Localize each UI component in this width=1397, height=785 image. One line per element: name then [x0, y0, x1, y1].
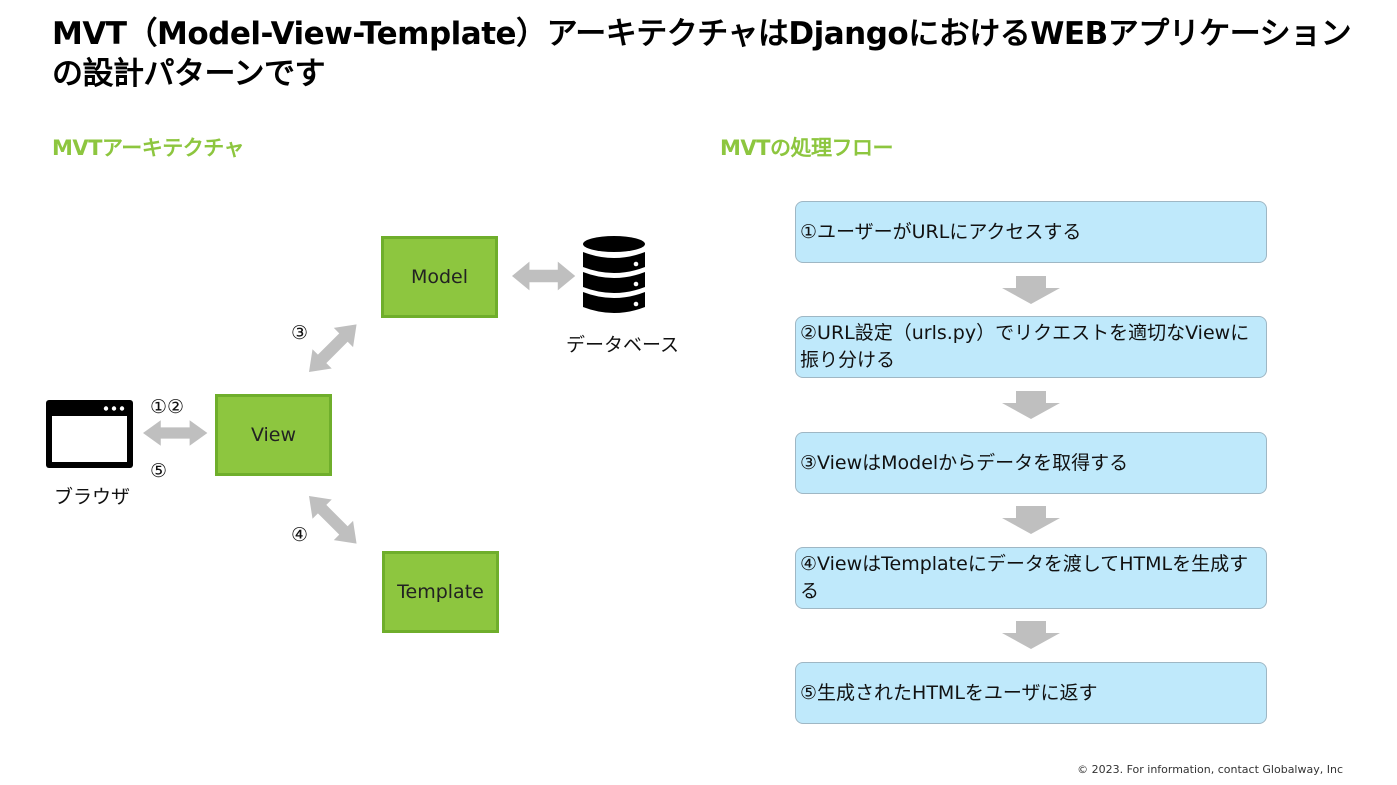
flow-down-arrow-icon	[1002, 391, 1060, 419]
flow-down-arrow-icon	[1002, 276, 1060, 304]
mvt-architecture-heading: MVTアーキテクチャ	[52, 136, 245, 160]
view-template-arrow-icon	[299, 486, 367, 554]
model-database-arrow-icon	[512, 261, 576, 291]
template-box: Template	[382, 551, 499, 633]
copyright-footer: © 2023. For information, contact Globalw…	[1077, 763, 1343, 776]
step-mark-view-model: ③	[291, 322, 309, 344]
step-mark-view-to-browser: ⑤	[150, 460, 168, 482]
flow-down-arrow-icon	[1002, 506, 1060, 534]
view-box: View	[215, 394, 332, 476]
flow-step-2: ②URL設定（urls.py）でリクエストを適切なViewに振り分ける	[795, 316, 1267, 378]
flow-step-1: ①ユーザーがURLにアクセスする	[795, 201, 1267, 263]
browser-view-arrow-icon	[143, 420, 208, 446]
flow-step-4: ④ViewはTemplateにデータを渡してHTMLを生成する	[795, 547, 1267, 609]
page-title: MVT（Model-View-Template）アーキテクチャはDjangoにお…	[52, 16, 1352, 92]
database-label: データベース	[566, 334, 680, 356]
flow-step-text: ③ViewはModelからデータを取得する	[800, 451, 1129, 474]
flow-step-text: ②URL設定（urls.py）でリクエストを適切なViewに振り分ける	[800, 322, 1250, 371]
flow-step-text: ①ユーザーがURLにアクセスする	[800, 220, 1082, 243]
flow-step-text: ④ViewはTemplateにデータを渡してHTMLを生成する	[800, 553, 1249, 602]
browser-window-icon	[46, 400, 133, 468]
browser-label: ブラウザ	[54, 486, 131, 508]
view-model-arrow-icon	[299, 314, 367, 382]
view-label: View	[250, 424, 297, 446]
flow-step-3: ③ViewはModelからデータを取得する	[795, 432, 1267, 494]
mvt-flow-heading: MVTの処理フロー	[720, 136, 893, 160]
model-label: Model	[410, 266, 469, 288]
model-box: Model	[381, 236, 498, 318]
template-label: Template	[397, 581, 484, 603]
flow-step-text: ⑤生成されたHTMLをユーザに返す	[800, 681, 1098, 704]
step-mark-browser-to-view: ①②	[150, 396, 185, 418]
flow-down-arrow-icon	[1002, 621, 1060, 649]
step-mark-view-template: ④	[291, 524, 309, 546]
flow-step-5: ⑤生成されたHTMLをユーザに返す	[795, 662, 1267, 724]
database-icon	[583, 236, 645, 313]
